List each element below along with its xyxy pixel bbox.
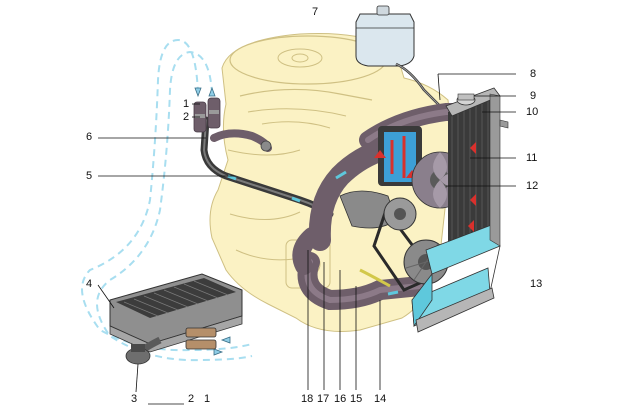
callout-13: 13 <box>530 278 543 290</box>
water-pump-housing <box>339 126 422 229</box>
callout-3: 3 <box>131 393 138 405</box>
callout-2-bottom: 2 <box>188 393 195 405</box>
callout-8: 8 <box>530 68 537 80</box>
callout-17: 17 <box>317 393 330 405</box>
callout-2: 2 <box>183 111 190 123</box>
callout-18: 18 <box>301 393 314 405</box>
callout-10: 10 <box>526 106 539 118</box>
heater-valve <box>193 97 221 133</box>
callout-4: 4 <box>86 278 93 290</box>
leader-lines <box>97 73 516 405</box>
radiator-icon <box>411 87 509 333</box>
callout-9: 9 <box>530 90 537 102</box>
callout-5: 5 <box>86 170 93 182</box>
callout-15: 15 <box>350 393 363 405</box>
callout-11: 11 <box>526 152 538 164</box>
callout-1: 1 <box>183 98 190 110</box>
heater-radiator-icon <box>109 273 243 365</box>
flow-arrows <box>194 86 231 356</box>
callout-6: 6 <box>86 131 93 143</box>
heater-flow-lines <box>81 38 253 362</box>
callout-1-bottom: 1 <box>204 393 211 405</box>
expansion-tank-icon <box>355 5 445 111</box>
callout-16: 16 <box>334 393 347 405</box>
callout-7: 7 <box>312 6 319 18</box>
callout-14: 14 <box>374 393 387 405</box>
callout-12: 12 <box>526 180 539 192</box>
